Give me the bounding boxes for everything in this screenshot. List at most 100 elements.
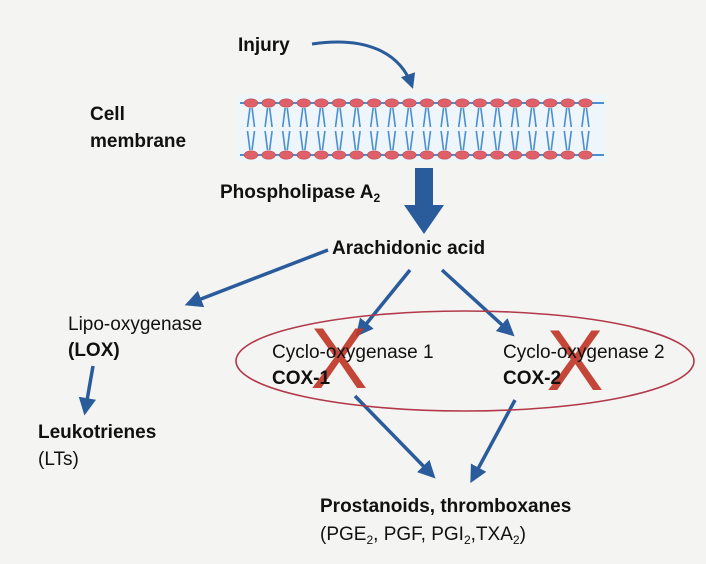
lipid-tail xyxy=(409,130,414,151)
lipid-tail xyxy=(510,107,515,128)
lipid-tail xyxy=(545,130,550,151)
lipid-head xyxy=(314,98,329,108)
lipid-tail xyxy=(369,130,374,151)
prostanoid-part2: , PGF, PGI xyxy=(373,524,464,545)
lipid-tail xyxy=(369,107,374,128)
lipid-tail xyxy=(374,130,379,151)
arrow-cox2-to-prostanoids xyxy=(470,399,517,484)
lipid-tail xyxy=(475,107,480,128)
lipid-tail xyxy=(251,130,256,151)
lipid-head xyxy=(419,98,435,108)
lipid-head xyxy=(349,150,364,160)
lipid-tail xyxy=(480,107,485,128)
lipid-tail xyxy=(440,130,445,151)
lipid-head xyxy=(507,150,523,160)
lipid-tail xyxy=(405,130,410,151)
lipid-tail xyxy=(475,130,480,151)
lipid-head xyxy=(402,150,417,160)
lipid-tail xyxy=(264,107,269,128)
lipid-head xyxy=(419,150,435,160)
lipid-tail xyxy=(581,130,586,151)
injury-label: Injury xyxy=(238,35,290,56)
lipid-tail xyxy=(268,130,273,151)
arrow-to-leukotrienes xyxy=(78,365,97,416)
lipid-head xyxy=(437,98,452,108)
prostanoids-label: Prostanoids, thromboxanes xyxy=(320,496,572,517)
lipid-tail xyxy=(409,107,414,128)
lipid-head xyxy=(543,150,558,160)
phospholipase-text: Phospholipase A xyxy=(220,182,374,203)
lipid-head xyxy=(279,98,294,108)
prostanoid-sub2: 2 xyxy=(463,533,471,547)
lipid-head xyxy=(490,98,505,108)
lipid-head xyxy=(296,98,311,108)
leukotrienes-abbrev: (LTs) xyxy=(38,449,79,470)
lipid-head xyxy=(261,150,276,160)
lipid-head xyxy=(437,150,452,160)
lipid-tail xyxy=(422,130,427,151)
cox2-label-line1: Cyclo-oxygenase 2 xyxy=(503,342,665,363)
lipid-tail xyxy=(334,130,339,151)
lipid-tail xyxy=(515,107,520,128)
injury-arrow xyxy=(311,40,416,89)
lipid-head xyxy=(455,150,470,160)
prostanoid-sub3: 2 xyxy=(512,533,520,547)
lipid-tail xyxy=(427,130,432,151)
lipid-tail xyxy=(585,107,590,128)
cell-membrane-bilayer xyxy=(238,95,606,161)
lipid-tail xyxy=(457,107,462,128)
lipid-head xyxy=(314,150,329,160)
lipid-head xyxy=(367,150,382,160)
cox1-label-line2: COX-1 xyxy=(272,368,331,389)
lipid-tail xyxy=(321,107,326,128)
lipid-tail xyxy=(568,130,573,151)
phospholipase-subscript: 2 xyxy=(373,191,381,205)
lipid-tail xyxy=(440,107,445,128)
lipid-head xyxy=(472,150,487,160)
prostanoids-list: (PGE2, PGF, PGI2,TXA2) xyxy=(320,524,526,546)
lipid-head xyxy=(349,98,364,108)
lipid-tail xyxy=(268,107,273,128)
lipid-head xyxy=(507,98,523,108)
lipid-tail xyxy=(444,107,449,128)
lipid-tail xyxy=(392,107,397,128)
lipid-head xyxy=(525,150,540,160)
lipid-tail xyxy=(352,130,357,151)
lipid-tail xyxy=(510,130,515,151)
lipid-tail xyxy=(299,107,304,128)
lipid-head xyxy=(243,150,259,160)
leukotrienes-label: Leukotrienes xyxy=(38,422,157,443)
cell-membrane-label-line2: membrane xyxy=(90,131,187,152)
prostanoid-sub1: 2 xyxy=(366,533,374,547)
lipid-tail xyxy=(286,130,291,151)
lipid-head xyxy=(261,98,276,108)
lipid-tail xyxy=(532,130,537,151)
lipid-tail xyxy=(581,107,586,128)
cox-ellipse xyxy=(235,310,695,412)
phospholipase-label: Phospholipase A2 xyxy=(220,182,380,204)
lipid-tail xyxy=(246,130,251,151)
lipid-tail xyxy=(493,130,498,151)
lox-label-line2: (LOX) xyxy=(68,340,120,361)
lipid-head xyxy=(578,98,593,108)
lipid-tail xyxy=(374,107,379,128)
lipid-head xyxy=(243,98,259,108)
lipid-head xyxy=(384,98,399,108)
prostanoid-part1: (PGE xyxy=(320,524,367,545)
cox2-inhibition-mark: X xyxy=(546,313,603,409)
arrow-to-lox xyxy=(184,248,329,308)
lipid-tail xyxy=(480,130,485,151)
lipid-tail xyxy=(339,130,344,151)
lipid-tail xyxy=(585,130,590,151)
lipid-tail xyxy=(334,107,339,128)
lipid-tail xyxy=(281,107,286,128)
lipid-tail xyxy=(550,130,555,151)
lipid-tail xyxy=(387,130,392,151)
lipid-tail xyxy=(545,107,550,128)
arrow-to-cox1 xyxy=(355,268,412,337)
lipid-tail xyxy=(352,107,357,128)
lipid-tail xyxy=(497,130,502,151)
lipid-head xyxy=(490,150,505,160)
lipid-tail xyxy=(246,107,251,128)
